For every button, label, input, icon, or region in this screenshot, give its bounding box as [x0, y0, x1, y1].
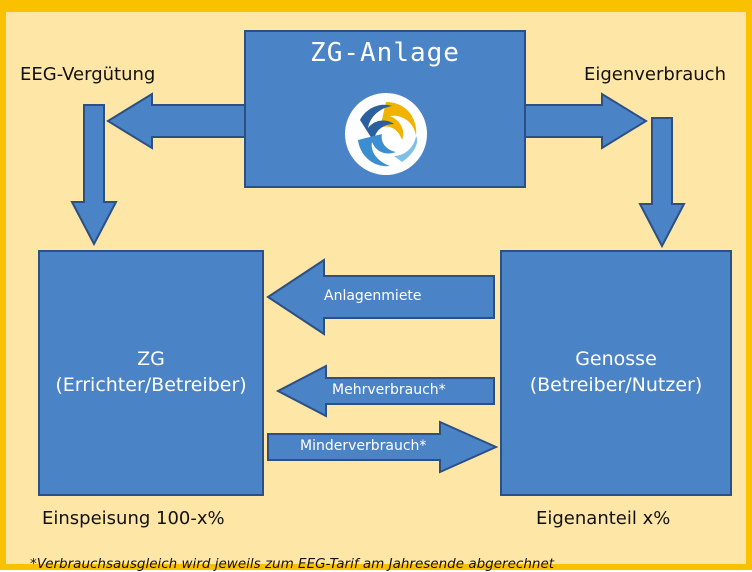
zg-anlage-title: ZG-Anlage [310, 38, 460, 68]
flow-label-minderverbrauch: Minderverbrauch* [300, 438, 427, 454]
genosse-box-line2: (Betreiber/Nutzer) [529, 374, 703, 396]
flow-label-mehrverbrauch: Mehrverbrauch* [332, 382, 446, 398]
label-eigenanteil: Eigenanteil x% [536, 508, 671, 529]
label-eeg-verguetung: EEG-Vergütung [20, 64, 156, 85]
swirl-logo-icon [345, 93, 427, 175]
arrow-anlagenmiete [266, 258, 495, 336]
arrow-down-right [638, 117, 686, 249]
arrow-minderverbrauch [267, 420, 499, 474]
genosse-box: Genosse (Betreiber/Nutzer) [500, 250, 732, 496]
footnote: *Verbrauchsausgleich wird jeweils zum EE… [30, 556, 555, 572]
label-einspeisung: Einspeisung 100-x% [42, 508, 225, 529]
label-eigenverbrauch: Eigenverbrauch [584, 64, 726, 85]
arrow-to-eeg [106, 92, 251, 150]
arrow-mehrverbrauch [275, 364, 495, 418]
zg-box-line2: (Errichter/Betreiber) [55, 374, 247, 396]
flow-label-anlagenmiete: Anlagenmiete [324, 288, 422, 304]
zg-anlage-box: ZG-Anlage [244, 30, 526, 188]
zg-box: ZG (Errichter/Betreiber) [38, 250, 264, 496]
zg-box-line1: ZG [137, 348, 165, 370]
arrow-down-left [70, 104, 118, 247]
genosse-box-line1: Genosse [575, 348, 657, 370]
